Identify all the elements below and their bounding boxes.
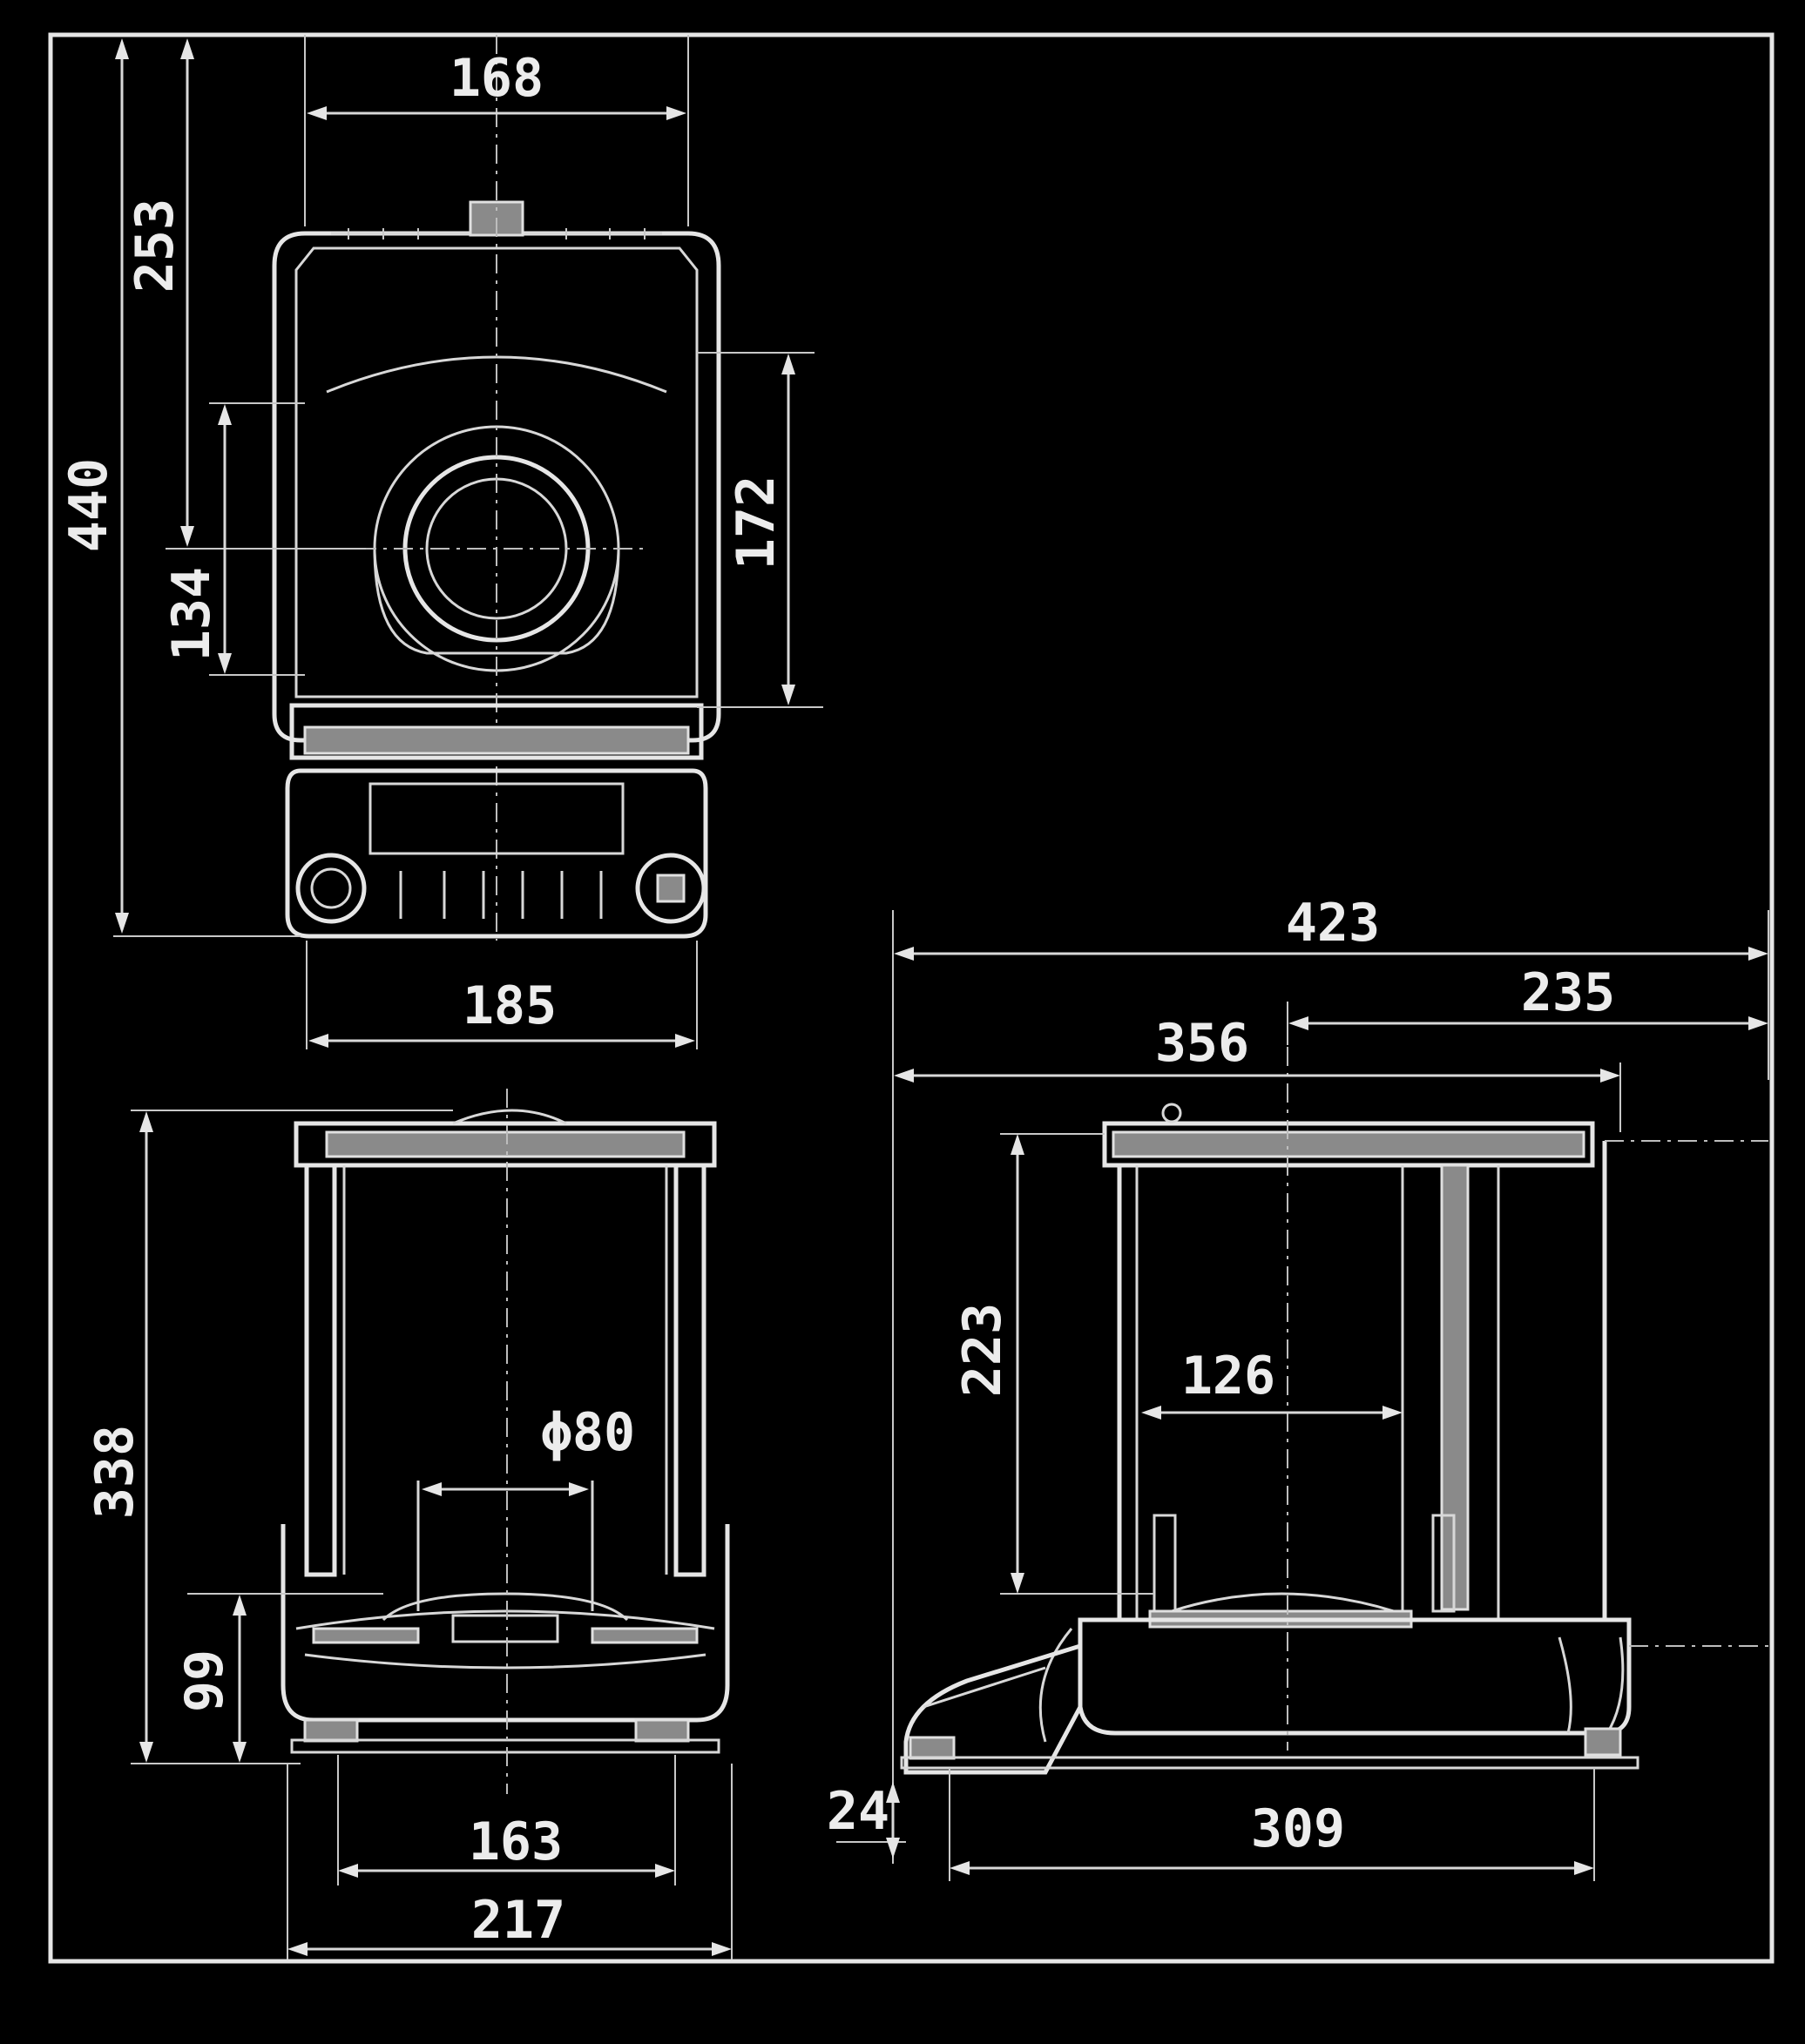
dim-side-depth-356: 356: [1155, 1013, 1249, 1074]
dim-side-depth-309: 309: [1251, 1798, 1345, 1859]
dim-front-width-185: 185: [463, 975, 557, 1036]
dim-side-width-126: 126: [1181, 1346, 1275, 1407]
dim-side-depth-235: 235: [1521, 962, 1615, 1023]
dim-rear-width-217: 217: [471, 1890, 565, 1951]
dim-front-height-134-lower: 134: [161, 567, 222, 661]
dim-rear-diameter-pan: ϕ80: [541, 1402, 635, 1463]
dim-side-height-223: 223: [952, 1303, 1013, 1397]
dim-side-depth-423: 423: [1286, 893, 1380, 954]
dim-front-width-top: 168: [450, 48, 544, 109]
dim-front-height-172: 172: [726, 476, 787, 570]
dim-rear-height-338: 338: [85, 1425, 145, 1519]
rear-view: [131, 1089, 733, 1960]
drawing-frame: [48, 32, 1775, 1964]
dim-front-height-440: 440: [58, 458, 119, 552]
front-view: [113, 35, 823, 1049]
dim-rear-width-163: 163: [469, 1811, 563, 1872]
dim-side-height-24: 24: [827, 1781, 889, 1842]
side-view: [836, 910, 1769, 1881]
dim-front-height-253: 253: [125, 199, 186, 293]
dim-rear-height-99: 99: [174, 1649, 235, 1712]
